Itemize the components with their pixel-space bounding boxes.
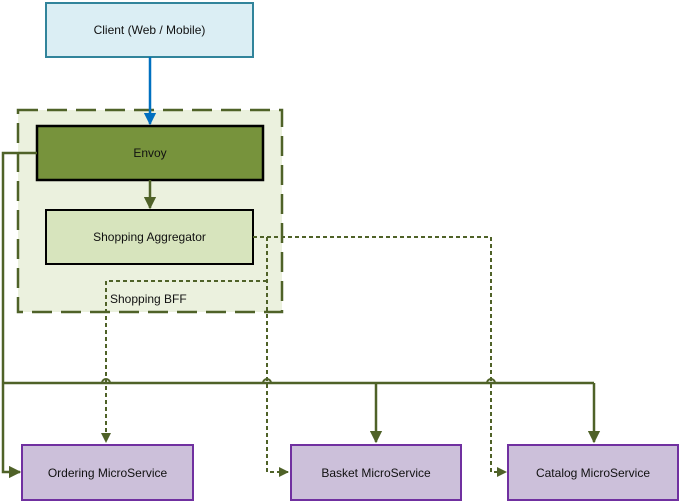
aggregator-to-basket-route bbox=[266, 237, 289, 477]
ordering-box bbox=[21, 444, 194, 501]
aggregator-to-catalog-route bbox=[253, 236, 507, 477]
catalog-box bbox=[507, 444, 679, 501]
envoy-to-ordering-route bbox=[1, 151, 37, 479]
basket-box bbox=[290, 444, 462, 501]
client-box bbox=[45, 2, 254, 58]
crossing-hop-catalog bbox=[486, 378, 496, 384]
crossing-hop-basket bbox=[262, 378, 272, 384]
aggregator-box bbox=[45, 209, 254, 265]
aggregator-to-ordering-route bbox=[101, 280, 267, 443]
crossing-hop-ordering bbox=[101, 378, 111, 384]
envoy-box bbox=[35, 124, 265, 182]
